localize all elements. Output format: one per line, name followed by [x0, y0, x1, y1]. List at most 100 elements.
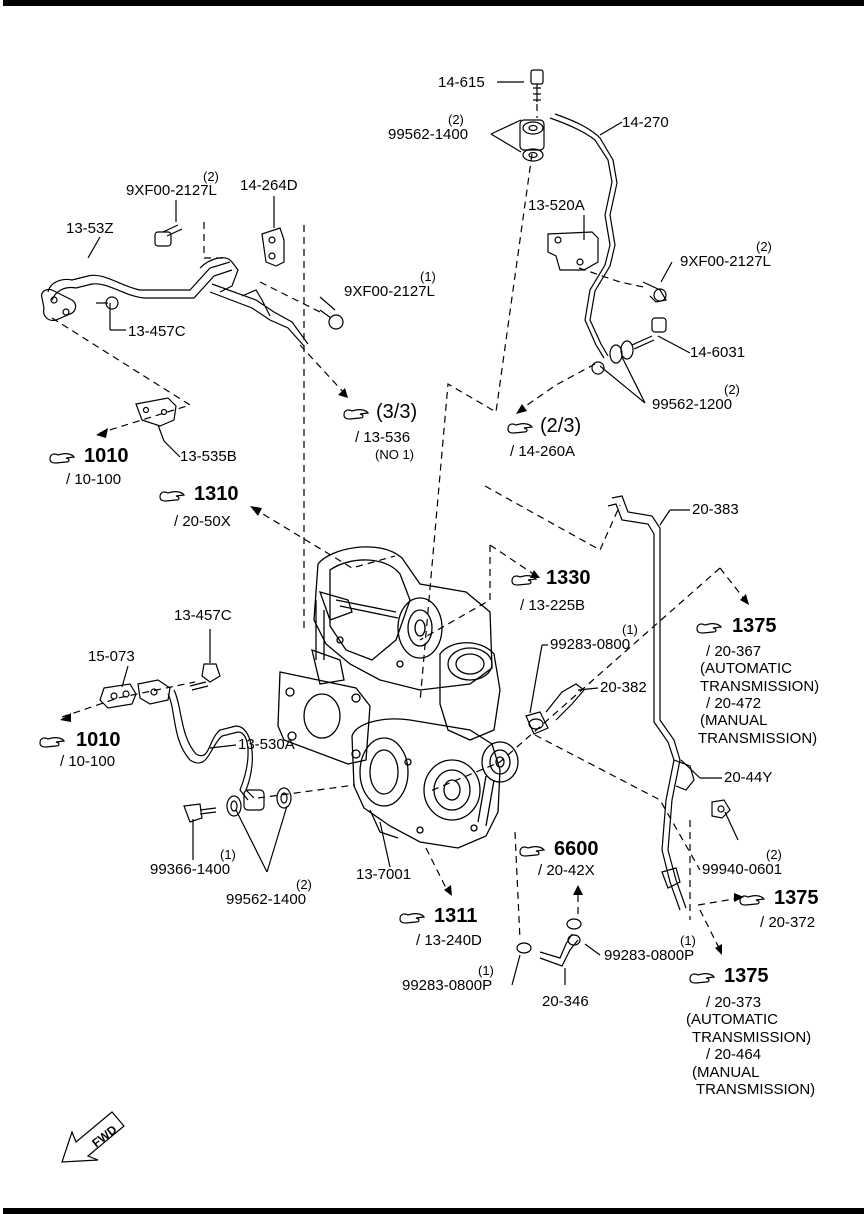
qty-99562-1400-bot: (2): [296, 877, 312, 892]
hose-20-383: [607, 495, 661, 540]
label-14-6031: 14-6031: [690, 344, 746, 361]
qty-99283-0800: (1): [622, 622, 638, 637]
arrowheads: [60, 388, 749, 955]
washers-99562-1400-bot: [226, 787, 292, 817]
label-99562-1400-top: 99562-1400: [388, 126, 469, 143]
oil-pipe-14-270: [549, 113, 618, 359]
oil-pipe-13-53Z: [41, 257, 309, 347]
qty-99562-1200: (2): [724, 382, 740, 397]
ref-1375-top-sub-2: TRANSMISSION): [700, 678, 820, 695]
ref-3-3-sub-0: / 13-536: [355, 429, 411, 446]
ref-1311-sub-0: / 13-240D: [416, 932, 482, 949]
label-99283-0800p-right: 99283-0800P: [604, 947, 695, 964]
label-14-615: 14-615: [438, 74, 485, 91]
ref-1375-bottom-sub-4: (MANUAL: [692, 1064, 760, 1081]
ref-6600-sub-0: / 20-42X: [538, 862, 595, 879]
ref-1010-top-sub-0: / 10-100: [66, 471, 122, 488]
ref-1375-top[interactable]: 1375: [732, 615, 777, 637]
label-15-073: 15-073: [88, 648, 135, 665]
ref-2-3-sub-0: / 14-260A: [510, 443, 576, 460]
pipe-20-44Y: [653, 540, 695, 911]
bolt-9XF00-right: [642, 281, 667, 303]
bolt-13-457C-top: [96, 296, 119, 310]
qty-99940-0601: (2): [766, 847, 782, 862]
qty-99283-0800p-right: (1): [680, 933, 696, 948]
reference-glyphs: [39, 409, 765, 984]
bolt-13-457C-mid: [189, 663, 221, 691]
ref-6600[interactable]: 6600: [554, 838, 599, 860]
ref-1010-mid[interactable]: 1010: [76, 729, 121, 751]
gasket-15-073: [99, 683, 137, 709]
label-14-264D: 14-264D: [240, 177, 298, 194]
ref-1375-mid[interactable]: 1375: [774, 887, 819, 909]
label-13-7001: 13-7001: [356, 866, 412, 883]
label-9xf00-c: 9XF00-2127L: [680, 253, 771, 270]
hose-20-382: [545, 683, 585, 721]
label-99940-0601: 99940-0601: [702, 861, 783, 878]
ref-1375-bottom-sub-0: / 20-373: [706, 994, 762, 1011]
fwd-arrow-icon: [61, 1111, 125, 1163]
ref-1010-top[interactable]: 1010: [84, 445, 129, 467]
bolt-99366-1400: [183, 803, 217, 823]
label-99283-0800p-left: 99283-0800P: [402, 977, 493, 994]
label-99562-1200: 99562-1200: [652, 396, 733, 413]
bottom-border: [3, 1208, 864, 1214]
leader-lines: [87, 81, 739, 986]
bolt-99940-0601: [711, 799, 731, 819]
ref-1310-sub-0: / 20-50X: [174, 513, 231, 530]
ref-1375-top-sub-5: TRANSMISSION): [698, 730, 818, 747]
gasket-14-264D: [261, 227, 285, 267]
ref-1375-bottom-sub-1: (AUTOMATIC: [686, 1011, 778, 1028]
bolt-14-615: [530, 69, 544, 102]
label-20-383: 20-383: [692, 501, 739, 518]
label-20-382: 20-382: [600, 679, 647, 696]
label-13-535B: 13-535B: [180, 448, 237, 465]
top-border: [3, 0, 864, 6]
label-20-346: 20-346: [542, 993, 589, 1010]
ref-1375-top-sub-0: / 20-367: [706, 643, 762, 660]
guide-lines: [51, 104, 746, 951]
label-13-457C-mid: 13-457C: [174, 607, 232, 624]
ref-1375-bottom[interactable]: 1375: [724, 965, 769, 987]
qty-99283-0800p-left: (1): [478, 963, 494, 978]
label-99562-1400-bot: 99562-1400: [226, 891, 307, 908]
bracket-13-520A: [547, 231, 599, 271]
label-20-44Y: 20-44Y: [724, 769, 773, 786]
bolt-9XF00-mid-left: [319, 309, 344, 330]
bolt-14-6031: [591, 317, 667, 375]
hose-20-346: [516, 918, 582, 967]
label-99366-1400: 99366-1400: [150, 861, 231, 878]
label-13-53Z: 13-53Z: [66, 220, 114, 237]
ref-3-3[interactable]: (3/3): [376, 401, 418, 423]
ref-1375-bottom-sub-2: TRANSMISSION): [692, 1029, 812, 1046]
label-13-520A: 13-520A: [528, 197, 585, 214]
label-9xf00-b: 9XF00-2127L: [344, 283, 435, 300]
ref-1375-top-sub-1: (AUTOMATIC: [700, 660, 792, 677]
qty-99562-1400-top: (2): [448, 112, 464, 127]
ref-1375-top-sub-4: (MANUAL: [700, 712, 768, 729]
ref-2-3[interactable]: (2/3): [540, 415, 582, 437]
washers-99562-1400-top: [519, 119, 545, 162]
ref-1330[interactable]: 1330: [546, 567, 591, 589]
ref-1311[interactable]: 1311: [434, 905, 478, 927]
label-99283-0800: 99283-0800: [550, 636, 631, 653]
qty-9xf00-a: (2): [203, 169, 219, 184]
ref-1330-sub-0: / 13-225B: [520, 597, 586, 614]
qty-9xf00-b: (1): [420, 269, 436, 284]
oil-pipe-13-530A: [137, 679, 265, 811]
label-9xf00-a: 9XF00-2127L: [126, 182, 217, 199]
ref-1010-mid-sub-0: / 10-100: [60, 753, 116, 770]
clip-99283-0800: [525, 711, 549, 735]
turbocharger-body: [277, 546, 519, 849]
qty-9xf00-c: (2): [756, 239, 772, 254]
bolt-9XF00-top-left: [154, 224, 183, 247]
ref-1375-mid-sub-0: / 20-372: [760, 914, 816, 931]
ref-1375-bottom-sub-3: / 20-464: [706, 1046, 762, 1063]
ref-1375-top-sub-3: / 20-472: [706, 695, 762, 712]
ref-1310[interactable]: 1310: [194, 483, 239, 505]
label-13-457C-top: 13-457C: [128, 323, 186, 340]
label-14-270: 14-270: [622, 114, 669, 131]
label-13-530A: 13-530A: [238, 736, 295, 753]
gasket-13-535B: [135, 397, 177, 427]
